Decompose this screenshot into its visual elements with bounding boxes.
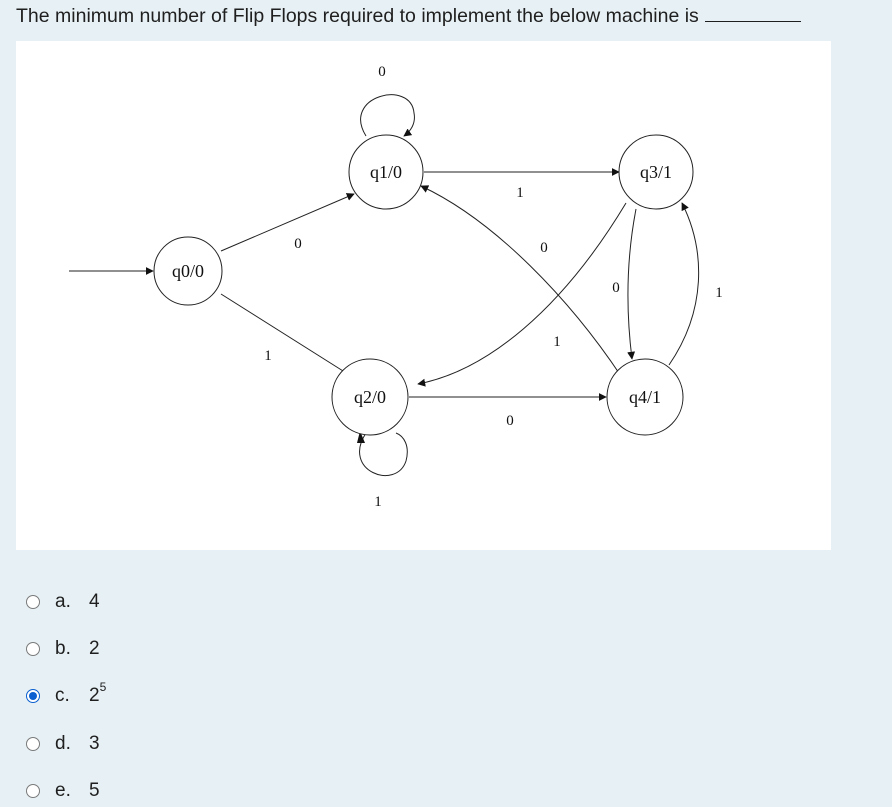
- state-q2: [331, 358, 409, 436]
- state-q0: [153, 236, 223, 306]
- label-q0-q1: 0: [294, 236, 302, 252]
- edge-q3-q4: [627, 208, 637, 360]
- label-q3-q4: 0: [612, 280, 620, 296]
- label-q1-q3: 1: [516, 185, 524, 201]
- label-q1-self: 0: [378, 64, 386, 80]
- state-diagram: q0/0 q1/0 q2/0 q3/1 q4/1 0 0 1 0 0 1 1 1…: [16, 41, 831, 550]
- edge-q1-self: [360, 94, 415, 137]
- label-q4-q3: 1: [715, 285, 723, 301]
- state-q1: [348, 134, 424, 210]
- question-prompt: The minimum number of Flip Flops require…: [16, 5, 699, 27]
- option-d[interactable]: d. 3: [26, 731, 326, 757]
- edge-q3-q2: [417, 202, 627, 387]
- question-text: The minimum number of Flip Flops require…: [16, 4, 801, 28]
- edge-q2-self-path: [359, 432, 408, 477]
- option-a[interactable]: a. 4: [26, 589, 326, 615]
- option-b-letter: b.: [55, 638, 71, 659]
- state-q3-label: q3/1: [640, 162, 672, 182]
- label-q2-q4: 0: [506, 413, 514, 429]
- state-q0-label: q0/0: [172, 261, 204, 281]
- option-c[interactable]: c. 25: [26, 681, 326, 709]
- option-c-radio[interactable]: [26, 689, 40, 703]
- answer-blank: [704, 5, 801, 22]
- option-b-value: 2: [89, 638, 100, 659]
- edge-q4-q3: [668, 202, 700, 366]
- state-q1-label: q1/0: [370, 162, 402, 182]
- label-q4-q1: 1: [553, 334, 561, 350]
- option-e[interactable]: e. 5: [26, 778, 326, 804]
- option-c-letter: c.: [55, 685, 70, 706]
- edge-q0-q2: [220, 293, 352, 377]
- option-e-radio[interactable]: [26, 784, 40, 798]
- state-q2-label: q2/0: [354, 387, 386, 407]
- option-a-letter: a.: [55, 591, 71, 612]
- edge-q4-q1: [420, 185, 622, 377]
- option-d-value: 3: [89, 733, 100, 754]
- edge-q0-q1: [220, 193, 355, 252]
- option-e-letter: e.: [55, 780, 71, 801]
- option-b-radio[interactable]: [26, 642, 40, 656]
- option-c-value: 25: [89, 681, 106, 707]
- option-a-value: 4: [89, 591, 100, 612]
- option-d-radio[interactable]: [26, 737, 40, 751]
- state-q3: [618, 134, 694, 210]
- edge-q2-self-arrowhead: [357, 431, 365, 443]
- label-q3-q2: 0: [540, 240, 548, 256]
- option-e-value: 5: [89, 780, 100, 801]
- state-diagram-svg: q0/0 q1/0 q2/0 q3/1 q4/1 0 0 1 0 0 1 1 1…: [69, 64, 723, 510]
- option-a-radio[interactable]: [26, 595, 40, 609]
- option-c-base: 2: [89, 685, 100, 706]
- label-q0-q2: 1: [264, 348, 272, 364]
- label-q2-self: 1: [374, 494, 382, 510]
- state-q4: [606, 358, 684, 436]
- option-b[interactable]: b. 2: [26, 636, 326, 662]
- state-q4-label: q4/1: [629, 387, 661, 407]
- option-d-letter: d.: [55, 733, 71, 754]
- option-c-exponent: 5: [99, 679, 107, 694]
